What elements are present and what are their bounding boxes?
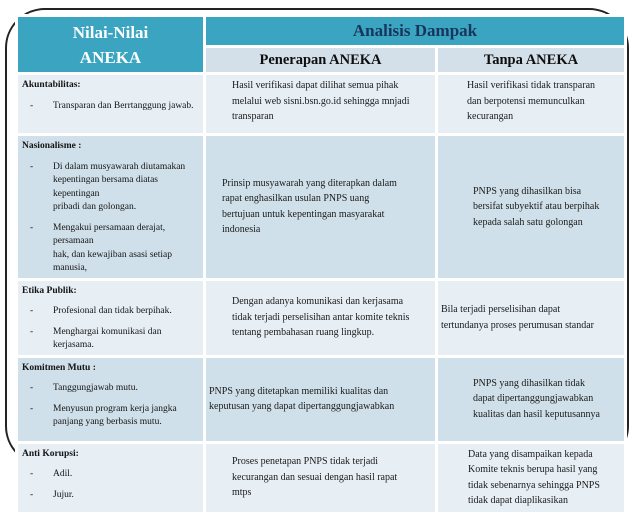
bullet-dash: -	[30, 222, 34, 233]
aneka-impact-analysis-table: Nilai-Nilai ANEKA Analisis Dampak Penera…	[15, 14, 627, 515]
penerapan-cell: Prinsip musyawarah yang diterapkan dalam…	[206, 136, 435, 278]
row-heading: Nasionalisme :	[22, 141, 82, 151]
penerapan-cell: Dengan adanya komunikasi dan kerjasama t…	[206, 280, 435, 355]
bullet-text: Profesional dan tidak berpihak.	[53, 306, 172, 316]
row-heading: Anti Korupsi:	[22, 448, 79, 459]
category-cell: Komitmen Mutu : - Tanggungjawab mutu. - …	[18, 357, 203, 441]
tanpa-cell: Hasil verifikasi tidak transparan dan be…	[438, 75, 624, 133]
tanpa-aneka-subheader: Tanpa ANEKA	[438, 48, 624, 72]
bullet-item: - Tanggungjawab mutu.	[22, 382, 199, 396]
bullet-text: Tanggungjawab mutu.	[53, 383, 138, 393]
bullet-item: - Menghargai komunikasi dan kerjasama.	[22, 326, 199, 353]
nilai-nilai-aneka-header: Nilai-Nilai ANEKA	[18, 17, 203, 72]
bullet-item: - Di dalam musyawarah diutamakan kepenti…	[22, 161, 199, 215]
category-cell: Akuntabilitas: - Transparan dan Berrtang…	[18, 75, 203, 133]
row-heading: Akuntabilitas:	[22, 80, 81, 90]
bullet-text: Jujur.	[53, 489, 74, 500]
penerapan-cell: Proses penetapan PNPS tidak terjadi kecu…	[206, 443, 435, 512]
bullet-dash: -	[30, 161, 34, 172]
bullet-text: Transparan dan Berrtanggung jawab.	[53, 100, 194, 111]
table-row-etika-publik: Etika Publik: - Profesional dan tidak be…	[18, 280, 624, 355]
tanpa-cell: Data yang disampaikan kepada Komite tekn…	[438, 443, 624, 512]
bullet-item: - Transparan dan Berrtanggung jawab.	[22, 100, 199, 114]
penerapan-aneka-subheader: Penerapan ANEKA	[206, 48, 435, 72]
penerapan-cell: PNPS yang ditetapkan memiliki kualitas d…	[206, 357, 435, 441]
bullet-text: Adil.	[53, 469, 73, 479]
bullet-text: Mengakui persamaan derajat, persamaan ha…	[53, 222, 172, 274]
row-heading: Etika Publik:	[22, 285, 77, 296]
bullet-item: - Adil.	[22, 468, 199, 482]
bullet-text: Di dalam musyawarah diutamakan kepenting…	[53, 161, 186, 213]
bullet-dash: -	[30, 469, 34, 479]
bullet-dash: -	[30, 403, 34, 414]
bullet-dash: -	[30, 489, 34, 500]
bullet-item: - Jujur.	[22, 489, 199, 503]
bullet-dash: -	[30, 326, 34, 337]
bullet-text: Menyusun program kerja jangka panjang ya…	[53, 403, 177, 428]
category-cell: Anti Korupsi: - Adil. - Jujur.	[18, 443, 203, 512]
tanpa-cell: Bila terjadi perselisihan dapat tertunda…	[438, 280, 624, 355]
category-cell: Nasionalisme : - Di dalam musyawarah diu…	[18, 136, 203, 278]
bullet-dash: -	[30, 383, 34, 393]
category-cell: Etika Publik: - Profesional dan tidak be…	[18, 280, 203, 355]
bullet-item: - Mengakui persamaan derajat, persamaan …	[22, 222, 199, 276]
header-row-sub: Penerapan ANEKA Tanpa ANEKA	[18, 48, 624, 72]
row-heading: Komitmen Mutu :	[22, 362, 96, 373]
penerapan-cell: Hasil verifikasi dapat dilihat semua pih…	[206, 75, 435, 133]
table-row-akuntabilitas: Akuntabilitas: - Transparan dan Berrtang…	[18, 75, 624, 133]
bullet-text: Menghargai komunikasi dan kerjasama.	[53, 326, 162, 351]
table-row-anti-korupsi: Anti Korupsi: - Adil. - Jujur. Proses pe…	[18, 443, 624, 512]
table-row-komitmen-mutu: Komitmen Mutu : - Tanggungjawab mutu. - …	[18, 357, 624, 441]
analisis-dampak-header: Analisis Dampak	[206, 17, 624, 45]
header-row-group: Nilai-Nilai ANEKA Analisis Dampak	[18, 17, 624, 72]
tanpa-cell: PNPS yang dihasilkan bisa bersifat subye…	[438, 136, 624, 278]
bullet-dash: -	[30, 306, 34, 316]
bullet-item: - Profesional dan tidak berpihak.	[22, 305, 199, 319]
table-row-nasionalisme: Nasionalisme : - Di dalam musyawarah diu…	[18, 136, 624, 278]
tanpa-cell: PNPS yang dihasilkan tidak dapat diperta…	[438, 357, 624, 441]
bullet-dash: -	[30, 100, 34, 111]
bullet-item: - Menyusun program kerja jangka panjang …	[22, 403, 199, 430]
